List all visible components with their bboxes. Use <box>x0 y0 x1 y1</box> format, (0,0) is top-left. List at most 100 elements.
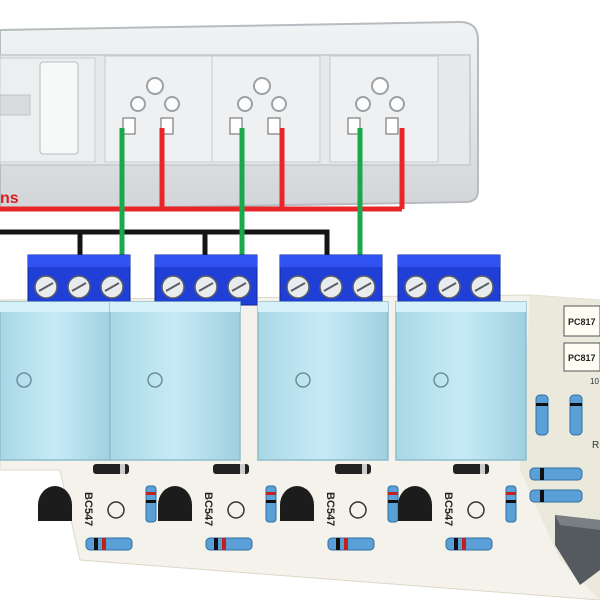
resistor-band <box>540 490 544 502</box>
screw-slot <box>356 282 372 292</box>
diode-band <box>120 464 125 474</box>
relay-marking <box>16 372 32 388</box>
optocoupler-area: PC817 PC817 10 R <box>563 305 600 451</box>
socket-terminal <box>347 117 361 135</box>
screw-slot <box>441 282 457 292</box>
screw-slot <box>38 282 54 292</box>
resistor <box>205 537 253 551</box>
transistor-label: BC547 <box>324 492 336 526</box>
socket-earth-hole <box>146 77 164 95</box>
socket-terminal <box>229 117 243 135</box>
led-footprint <box>107 501 125 519</box>
resistor-band <box>388 500 398 503</box>
screw-slot <box>231 282 247 292</box>
resistor-band <box>266 500 276 503</box>
resistor-band <box>344 538 348 550</box>
resistor-band <box>506 500 516 503</box>
connector-top <box>555 515 600 530</box>
power-socket <box>329 55 439 163</box>
relay-marking <box>433 372 449 388</box>
driver-stage: BC547 <box>158 464 277 551</box>
relay-top-edge <box>258 302 388 312</box>
screw-slot <box>71 282 87 292</box>
pcb-code-label: 10 <box>590 377 599 386</box>
resistor-band <box>146 500 156 503</box>
relay-body <box>257 301 389 461</box>
diode-band <box>240 464 245 474</box>
socket-plate <box>211 55 321 163</box>
resistor-band <box>462 538 466 550</box>
resistor-band <box>540 468 544 480</box>
terminal-block <box>279 254 383 306</box>
resistor <box>535 394 549 436</box>
resistor-band <box>336 538 340 550</box>
optocoupler-2-label: PC817 <box>568 353 596 363</box>
socket-terminal <box>122 117 136 135</box>
socket-live-hole <box>130 96 146 112</box>
optocoupler-1-label: PC817 <box>568 317 596 327</box>
power-socket <box>211 55 321 163</box>
transistor-body <box>280 486 314 521</box>
socket-terminal <box>267 117 281 135</box>
resistor-band <box>388 492 398 495</box>
screw-slot <box>104 282 120 292</box>
resistor <box>145 485 157 523</box>
relay <box>395 301 527 461</box>
wire-label: ns <box>0 190 19 207</box>
resistor <box>85 537 133 551</box>
screw-slot <box>165 282 181 292</box>
socket-neutral-hole <box>164 96 180 112</box>
led-footprint <box>467 501 485 519</box>
led-footprint <box>349 501 367 519</box>
diode-band <box>480 464 485 474</box>
relay-body <box>395 301 527 461</box>
terminal-top <box>155 255 257 267</box>
screw-slot <box>408 282 424 292</box>
terminal-top <box>280 255 382 267</box>
resistor-band <box>94 538 98 550</box>
led-footprint <box>227 501 245 519</box>
resistor-band <box>536 403 548 406</box>
terminal-top <box>28 255 130 267</box>
optocoupler-1 <box>563 305 600 337</box>
terminal-top <box>398 255 500 267</box>
resistor <box>529 467 583 481</box>
resistor <box>529 489 583 503</box>
socket-live-hole <box>355 96 371 112</box>
screw-slot <box>323 282 339 292</box>
relay-top-edge <box>396 302 526 312</box>
switch-indicator <box>0 94 31 116</box>
transistor-label: BC547 <box>82 492 94 526</box>
socket-plate <box>329 55 439 163</box>
socket-earth-hole <box>253 77 271 95</box>
resistor-band <box>146 492 156 495</box>
resistor-band <box>506 492 516 495</box>
relay <box>109 301 241 461</box>
socket-neutral-hole <box>271 96 287 112</box>
rocker-switch <box>39 61 79 155</box>
terminal-block <box>154 254 258 306</box>
resistor-band <box>570 403 582 406</box>
header-connector <box>555 515 600 585</box>
resistor <box>327 537 375 551</box>
optocoupler-2 <box>563 342 600 372</box>
socket-earth-hole <box>371 77 389 95</box>
socket-live-hole <box>237 96 253 112</box>
terminal-block <box>397 254 501 306</box>
socket-neutral-hole <box>389 96 405 112</box>
socket-terminal <box>385 117 399 135</box>
power-socket <box>104 55 214 163</box>
resistor <box>265 485 277 523</box>
transistor-body <box>158 486 192 521</box>
transistor-body <box>38 486 72 521</box>
transistor-body <box>398 486 432 521</box>
screw-slot <box>198 282 214 292</box>
relay <box>257 301 389 461</box>
resistor-band <box>102 538 106 550</box>
resistor <box>445 537 493 551</box>
resistor <box>569 394 583 436</box>
resistor <box>505 485 517 523</box>
